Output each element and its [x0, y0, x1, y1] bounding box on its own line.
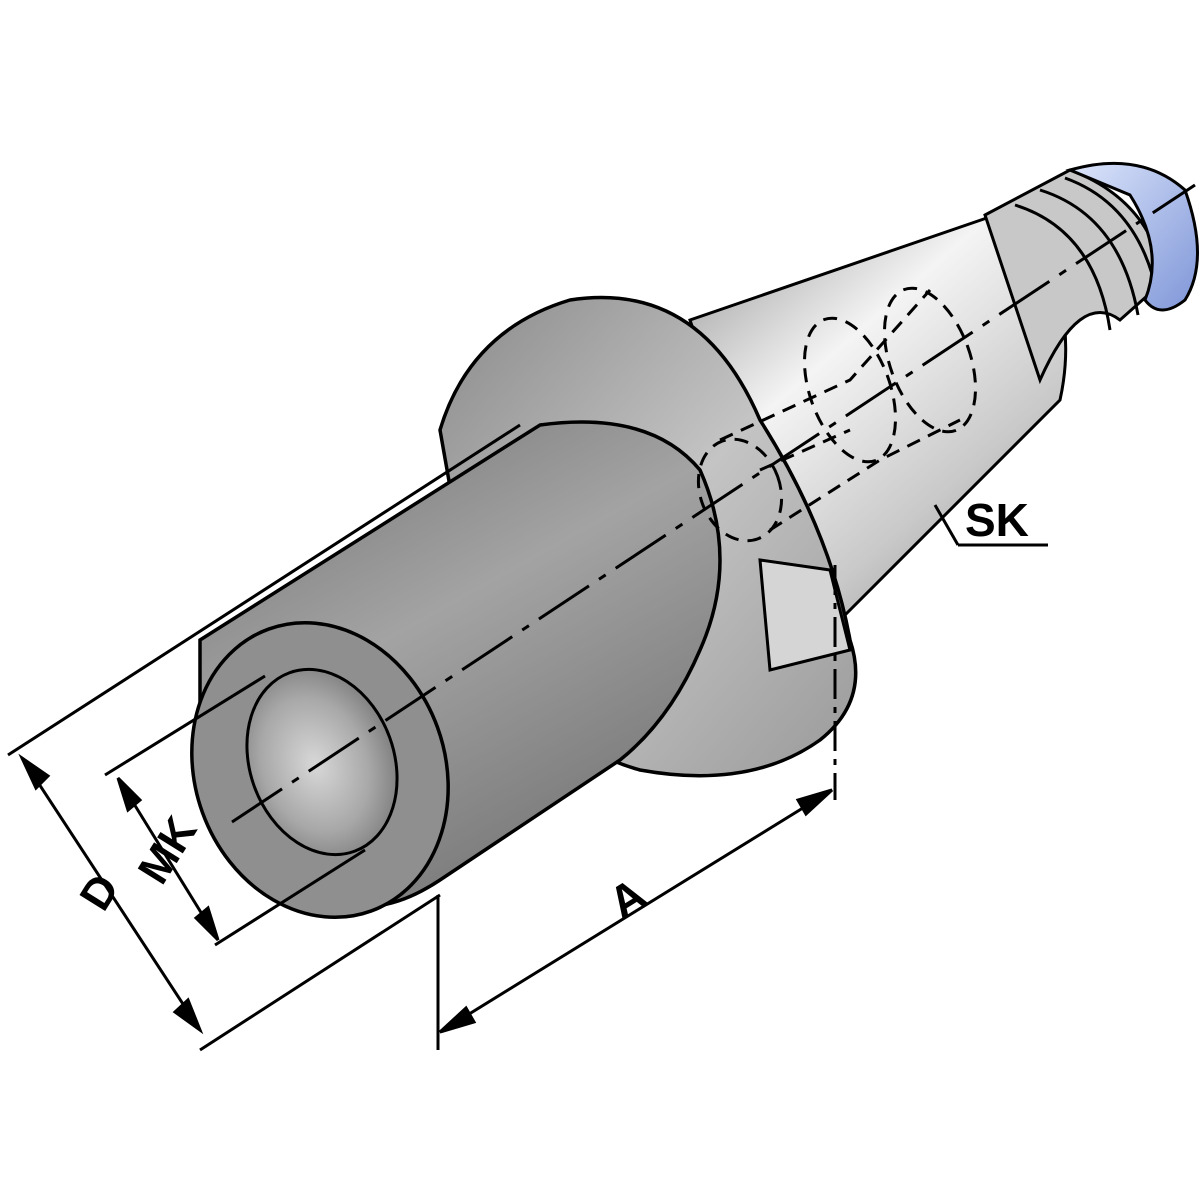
- dimension-d-label: D: [71, 866, 129, 919]
- retention-knob: [983, 161, 1199, 385]
- dimension-d: [7, 423, 521, 1052]
- dimension-a-label: A: [600, 868, 656, 930]
- knob-tip-cap: [1065, 161, 1199, 312]
- dimension-a: [436, 565, 837, 1050]
- flange-notch: [758, 558, 852, 672]
- sk-label: SK: [965, 494, 1029, 546]
- sk-leader: [933, 504, 1048, 547]
- dimension-mk-label: MK: [129, 808, 207, 892]
- hidden-internal-features: [696, 286, 978, 543]
- centre-axis: [231, 183, 1196, 824]
- dimension-mk: [104, 674, 366, 947]
